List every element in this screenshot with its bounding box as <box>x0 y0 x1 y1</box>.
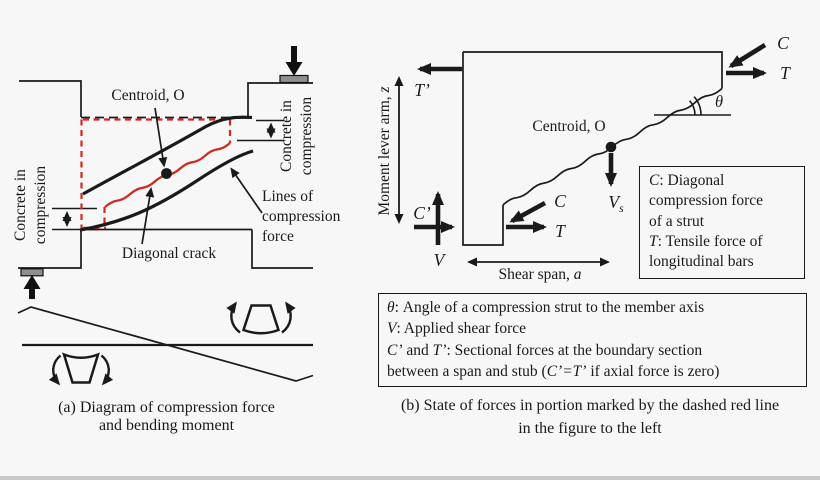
c-mid-label: C <box>554 191 566 211</box>
caption-a-line1: (a) Diagram of compression force <box>58 399 275 416</box>
legend-line1: C: Diagonal <box>649 171 800 191</box>
centroid-dot-a <box>161 168 172 179</box>
legend-c-var: C <box>649 172 660 189</box>
legend-c-rest: : Diagonal <box>659 172 725 189</box>
concrete-in-compression-left-label: Concrete in compression <box>11 150 51 260</box>
shear-span-label: Shear span, a <box>465 265 615 284</box>
legend-box: C: Diagonal compression force of a strut… <box>639 166 805 279</box>
notes-box: θ: Angle of a compression strut to the m… <box>378 293 807 387</box>
notes-line4: between a span and stub (C’=T’ if axial … <box>387 361 798 382</box>
concrete-left-line1: Concrete in <box>12 169 29 241</box>
concrete-right-line1: Concrete in <box>278 100 295 172</box>
t-mid-label: T <box>555 221 565 241</box>
shear-span-text: Shear span, <box>498 266 574 283</box>
legend-line5: longitudinal bars <box>649 253 754 271</box>
notes-theta-var: θ <box>387 299 395 316</box>
notes-and: and <box>402 341 433 359</box>
c-top-label: C <box>777 33 789 53</box>
bending-moment-diagram <box>17 306 314 382</box>
notes-theta-rest: : Angle of a compression strut to the me… <box>394 299 705 316</box>
load-arrow-down-icon <box>285 46 303 76</box>
load-supports-a <box>20 46 309 299</box>
vs-label: Vs <box>598 192 634 216</box>
free-body-outline-b <box>462 51 723 246</box>
caption-a-line2: and bending moment <box>98 417 235 434</box>
reaction-arrow-up-icon <box>23 275 41 299</box>
compression-force-curves <box>79 115 254 232</box>
notes-line3: C’ and T’: Sectional forces at the bound… <box>387 340 798 361</box>
notes-cprime-var: C’ <box>387 341 403 359</box>
moment-symbol-top-right-icon <box>226 301 296 335</box>
c-top-arrow <box>728 43 767 68</box>
centroid-label-b: Centroid, O <box>532 118 606 135</box>
support-plate-bottom <box>20 268 44 277</box>
concrete-left-line2: compression <box>31 165 49 245</box>
diagonal-crack-label: Diagonal crack <box>121 245 217 262</box>
vs-subscript: s <box>619 203 624 215</box>
legend-t-rest: : Tensile force of <box>657 232 763 250</box>
compression-depth-arrows <box>62 122 276 227</box>
notes-line1: θ: Angle of a compression strut to the m… <box>387 297 798 318</box>
legend-line4: T: Tensile force of <box>649 232 800 252</box>
legend-line2: compression force <box>649 192 764 210</box>
notes-line4-rest: if axial force is zero) <box>586 362 720 380</box>
vs-var: V <box>608 192 620 212</box>
notes-line4-lead: between a span and stub ( <box>387 362 547 380</box>
shear-span-var: a <box>573 266 582 283</box>
moment-symbol-bottom-left-icon <box>48 352 114 386</box>
panel-b-linework <box>394 43 767 267</box>
v-label: V <box>433 250 445 270</box>
t-prime-label: T’ <box>414 80 430 100</box>
panel-a-linework <box>17 46 314 386</box>
legend-t-var: T <box>649 232 658 250</box>
caption-b-line2: in the figure to the left <box>518 420 662 437</box>
load-plate-top <box>279 74 309 84</box>
t-top-label: T <box>780 63 790 83</box>
concrete-right-line2: compression <box>297 96 315 176</box>
caption-b-line1: (b) State of forces in portion marked by… <box>400 397 780 414</box>
label-leader-arrows-a <box>141 107 263 245</box>
force-arrows-b <box>414 43 767 245</box>
c-mid-arrow <box>509 200 547 224</box>
concrete-in-compression-right-label: Concrete in compression <box>277 90 317 182</box>
moment-lever-arm-label: Moment lever arm, z <box>375 66 397 236</box>
theta-label: θ <box>714 92 724 111</box>
strut-angle-mark <box>654 96 731 116</box>
lines-of-compression-label: Lines of compression force <box>262 188 341 245</box>
dimension-arrows-b <box>394 76 610 267</box>
notes-v-rest: : Applied shear force <box>396 320 527 338</box>
centroid-dot-b <box>605 141 617 153</box>
moment-lever-arm-var: z <box>376 86 393 93</box>
moment-lever-arm-text: Moment lever arm, <box>376 92 393 216</box>
legend-line3: of a strut <box>649 212 705 230</box>
notes-line2: V: Applied shear force <box>387 318 798 339</box>
notes-tprime-var: T’ <box>432 341 447 359</box>
notes-line3-rest: : Sectional forces at the boundary secti… <box>446 341 703 359</box>
centroid-label-a: Centroid, O <box>111 87 185 104</box>
screenshot-bottom-edge <box>0 476 820 480</box>
notes-v-var: V <box>387 320 397 338</box>
notes-equality-var: C’=T’ <box>546 362 587 380</box>
c-prime-label: C’ <box>413 203 431 223</box>
